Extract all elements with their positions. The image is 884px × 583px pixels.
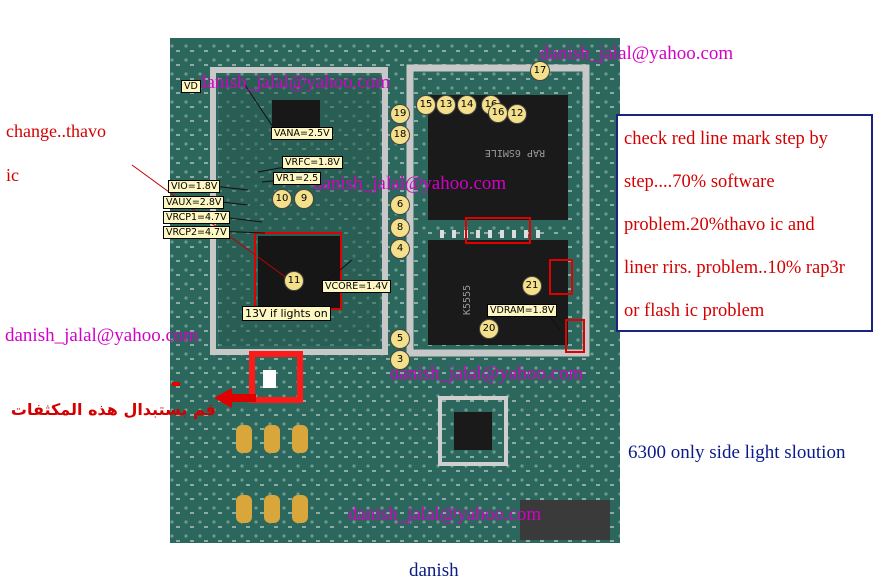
voltage-label-vrcp1: VRCP1=4.7V bbox=[163, 211, 230, 224]
test-point-13: 13 bbox=[436, 95, 456, 115]
watermark-email: danish_jalal@yahoo.com bbox=[313, 173, 507, 194]
voltage-label-lights: 13V if lights on bbox=[242, 306, 331, 321]
arabic-note: قم بستبدال هذه المكثفات bbox=[10, 400, 216, 419]
note-ic: ic bbox=[6, 165, 19, 185]
test-point-3: 3 bbox=[390, 350, 410, 370]
watermark-email: danish_jalal@yahoo.com bbox=[197, 72, 391, 93]
voltage-label-vd: VD bbox=[181, 80, 201, 93]
test-point-11: 11 bbox=[284, 271, 304, 291]
solution-caption: 6300 only side light slout​ion bbox=[628, 442, 846, 463]
test-point-10: 10 bbox=[272, 189, 292, 209]
watermark-email: danish_jalal@yahoo.com bbox=[5, 325, 199, 346]
test-point-8: 8 bbox=[390, 218, 410, 238]
test-point-12: 12 bbox=[507, 104, 527, 124]
test-point-5: 5 bbox=[390, 329, 410, 349]
test-point-6: 6 bbox=[390, 195, 410, 215]
info-line: step....70% software bbox=[624, 172, 775, 192]
test-point-21: 21 bbox=[522, 276, 542, 296]
info-line: or flash ic problem bbox=[624, 301, 765, 321]
voltage-label-vana: VANA=2.5V bbox=[271, 127, 333, 140]
watermark-email: danish_jalal@yahoo.com bbox=[540, 43, 734, 64]
test-point-4: 4 bbox=[390, 239, 410, 259]
voltage-label-vrfc: VRFC=1.8V bbox=[282, 156, 343, 169]
info-line: problem.20%thavo ic and bbox=[624, 215, 815, 235]
test-point-14: 14 bbox=[457, 95, 477, 115]
info-line: check red line mark step by bbox=[624, 129, 828, 149]
author-name: danish bbox=[409, 560, 459, 581]
info-line: liner rirs. problem..10% rap3r bbox=[624, 258, 845, 278]
voltage-label-vdram: VDRAM=1.8V bbox=[487, 304, 558, 317]
test-point-18: 18 bbox=[390, 125, 410, 145]
test-point-20: 20 bbox=[479, 319, 499, 339]
watermark-email: danish_jalal@yahoo.com bbox=[348, 504, 542, 525]
svg-text:RAP 6SMILE: RAP 6SMILE bbox=[485, 147, 545, 158]
test-point-16b: 16 bbox=[488, 103, 508, 123]
voltage-label-vaux: VAUX=2.8V bbox=[163, 196, 225, 209]
watermark-email: danish_jalal@yahoo.com bbox=[390, 363, 584, 384]
note-change-thavo: change..thavo bbox=[6, 121, 106, 141]
voltage-label-vrcp2: VRCP2=4.7V bbox=[163, 226, 230, 239]
voltage-label-vio: VIO=1.8V bbox=[168, 180, 221, 193]
test-point-19: 19 bbox=[390, 104, 410, 124]
svg-text:K5555: K5555 bbox=[462, 285, 473, 315]
voltage-label-vr1: VR1=2.5 bbox=[273, 172, 322, 185]
test-point-9: 9 bbox=[294, 189, 314, 209]
voltage-label-vcore: VCORE=1.4V bbox=[322, 280, 391, 293]
test-point-15: 15 bbox=[416, 95, 436, 115]
test-point-17: 17 bbox=[530, 61, 550, 81]
diagnosis-info-box: check red line mark step by step....70% … bbox=[616, 114, 873, 332]
